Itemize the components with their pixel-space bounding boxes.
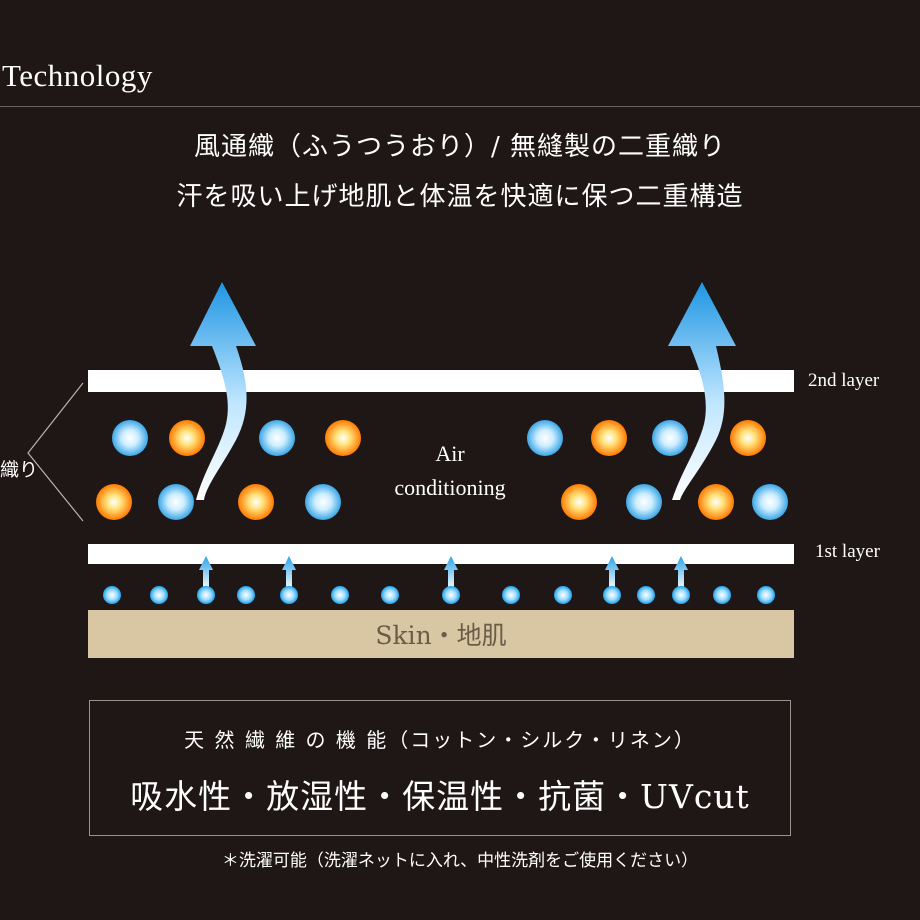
- second-layer-bar: [88, 370, 794, 392]
- feature-box: [89, 700, 791, 836]
- warm-particle: [698, 484, 734, 520]
- warm-particle: [169, 420, 205, 456]
- wash-note: ＊洗濯可能（洗濯ネットに入れ、中性洗剤をご使用ください）: [221, 851, 699, 871]
- cool-particle: [626, 484, 662, 520]
- air-conditioning-label: Air conditioning: [340, 437, 560, 505]
- section-title: Technology: [2, 58, 153, 93]
- first-layer-bar: [88, 544, 794, 564]
- warm-particle: [591, 420, 627, 456]
- cool-particle: [305, 484, 341, 520]
- cool-particle: [527, 420, 563, 456]
- big-arrow-left: [190, 282, 256, 500]
- warm-particle: [730, 420, 766, 456]
- feature-list: 吸水性・放湿性・保温性・抗菌・UVcut: [130, 777, 750, 816]
- air-label-line-1: Air: [435, 441, 465, 466]
- headline-line-1: 風通織（ふうつうおり）/ 無縫製の二重織り: [193, 132, 727, 162]
- small-arrow-up: [199, 556, 688, 590]
- cool-particle: [259, 420, 295, 456]
- cool-particle: [652, 420, 688, 456]
- moisture-droplets: [103, 586, 775, 604]
- warm-particle: [561, 484, 597, 520]
- big-arrow-right: [668, 282, 736, 500]
- skin-layer: Skin・地肌: [88, 610, 794, 658]
- feature-heading: 天 然 繊 維 の 機 能（コットン・シルク・リネン）: [184, 728, 696, 752]
- bracket-line: [27, 382, 84, 522]
- cool-particle: [752, 484, 788, 520]
- air-label-line-2: conditioning: [394, 475, 506, 500]
- warm-particle: [96, 484, 132, 520]
- warm-particle: [325, 420, 361, 456]
- skin-label: Skin・地肌: [375, 621, 507, 650]
- cool-particle: [112, 420, 148, 456]
- first-layer-label: 1st layer: [815, 541, 880, 562]
- headline-line-2: 汗を吸い上げ地肌と体温を快適に保つ二重構造: [176, 182, 744, 212]
- side-label: 織り: [0, 459, 39, 481]
- cool-particle: [158, 484, 194, 520]
- warm-particle: [238, 484, 274, 520]
- title-divider: [0, 106, 920, 107]
- second-layer-label: 2nd layer: [808, 370, 880, 391]
